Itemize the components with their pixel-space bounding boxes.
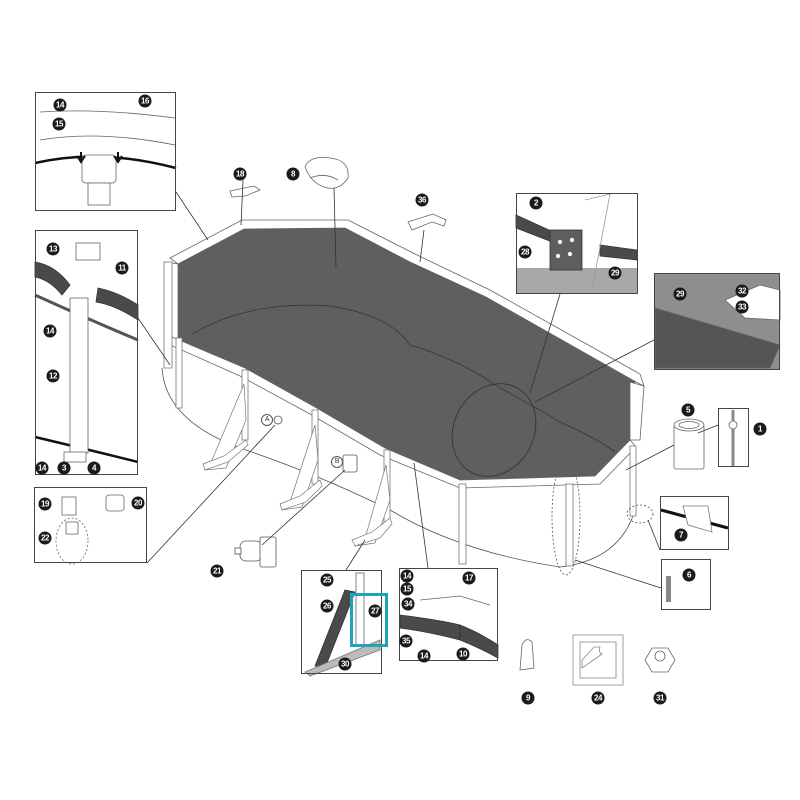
part-callout-8: 8 [286, 167, 300, 181]
part-callout-12: 12 [46, 369, 60, 383]
part-callout-3: 3 [57, 461, 71, 475]
part-callout-30: 30 [338, 657, 352, 671]
inset-top-joint [35, 92, 176, 211]
part-callout-14: 14 [400, 569, 414, 583]
part-callout-11: 11 [115, 261, 129, 275]
marker-b: B [331, 456, 343, 468]
part-callout-35: 35 [399, 634, 413, 648]
part-callout-29: 29 [608, 266, 622, 280]
inset-rail-joint [399, 568, 498, 661]
part-callout-9: 9 [521, 691, 535, 705]
part-callout-13: 13 [46, 242, 60, 256]
inset-valves [34, 487, 147, 563]
inset-leg-assembly [35, 230, 138, 475]
part-callout-7: 7 [674, 528, 688, 542]
inset-strap [718, 408, 749, 467]
part-callout-14: 14 [43, 324, 57, 338]
part-callout-4: 4 [87, 461, 101, 475]
part-callout-19: 19 [38, 497, 52, 511]
part-callout-34: 34 [401, 597, 415, 611]
part-callout-10: 10 [456, 647, 470, 661]
part-callout-17: 17 [462, 571, 476, 585]
part-callout-26: 26 [320, 599, 334, 613]
part-callout-14: 14 [417, 649, 431, 663]
inset-brace [301, 570, 382, 674]
part-callout-22: 22 [38, 531, 52, 545]
highlight-part-27 [350, 593, 388, 647]
part-callout-33: 33 [735, 300, 749, 314]
part-callout-18: 18 [233, 167, 247, 181]
part-callout-28: 28 [518, 245, 532, 259]
part-callout-5: 5 [681, 403, 695, 417]
part-callout-31: 31 [653, 691, 667, 705]
part-callout-2: 2 [529, 196, 543, 210]
part-callout-27: 27 [368, 604, 382, 618]
part-callout-1: 1 [753, 422, 767, 436]
part-callout-15: 15 [400, 582, 414, 596]
part-callout-20: 20 [131, 496, 145, 510]
part-callout-21: 21 [210, 564, 224, 578]
part-callout-16: 16 [138, 94, 152, 108]
part-callout-25: 25 [320, 573, 334, 587]
part-callout-24: 24 [591, 691, 605, 705]
floating-parts [229, 157, 705, 686]
inset-corner-plate [516, 193, 638, 294]
part-callout-6: 6 [682, 568, 696, 582]
part-callout-14: 14 [53, 98, 67, 112]
part-callout-32: 32 [735, 284, 749, 298]
inset-drain [661, 559, 711, 610]
inset-patch [660, 496, 729, 550]
part-callout-14: 14 [35, 461, 49, 475]
pool-body [161, 219, 654, 576]
inset-rail-screw [654, 273, 780, 370]
leader-lines [137, 179, 719, 589]
part-callout-15: 15 [52, 117, 66, 131]
part-callout-29: 29 [673, 287, 687, 301]
part-callout-36: 36 [415, 193, 429, 207]
marker-a: A [261, 414, 273, 426]
